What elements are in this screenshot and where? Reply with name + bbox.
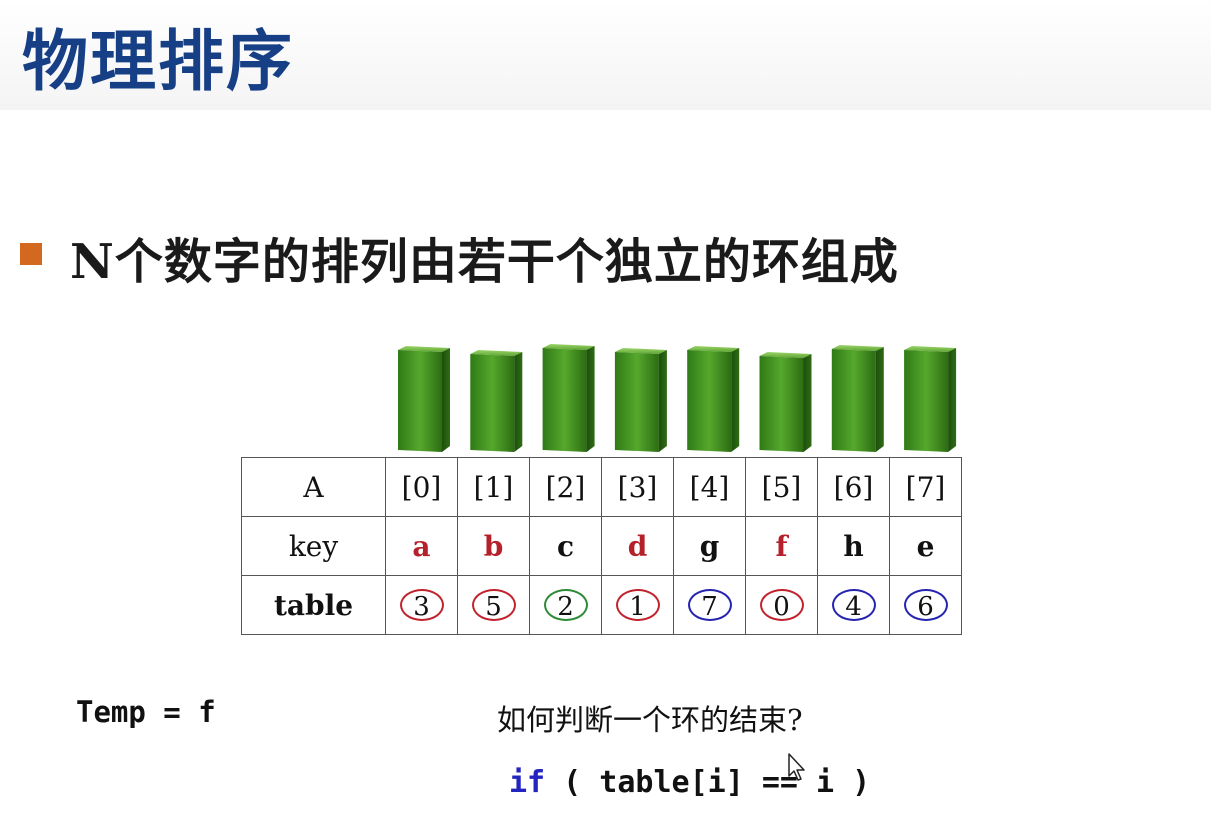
key-cell: a: [385, 516, 458, 576]
table-row-index: A [0][1][2][3][4][5][6][7]: [241, 457, 962, 517]
key-value: a: [412, 529, 431, 563]
index-cell: [1]: [457, 457, 530, 517]
table-cell: 5: [457, 575, 530, 635]
temp-assignment: Temp = f: [76, 695, 216, 729]
circled-value: 2: [543, 588, 588, 622]
key-cell: c: [529, 516, 602, 576]
green-domino-icon: [831, 345, 884, 452]
index-cell: [3]: [601, 457, 674, 517]
green-domino-icon: [904, 346, 957, 452]
key-value: h: [843, 529, 864, 563]
code-line: if ( table[i] == i ): [509, 765, 870, 800]
code-condition: ( table[i] == i ): [545, 765, 871, 800]
row-label-a: A: [241, 457, 386, 517]
key-cell: g: [673, 516, 746, 576]
circled-value: 7: [687, 588, 732, 622]
key-value: b: [483, 529, 504, 563]
circled-value: 0: [759, 588, 804, 622]
bullet-square-icon: [20, 243, 42, 265]
key-cell: f: [745, 516, 818, 576]
index-cell: [6]: [817, 457, 890, 517]
green-domino-icon: [470, 350, 523, 452]
key-cell: b: [457, 516, 530, 576]
title-band: [0, 0, 1211, 110]
table-cell: 7: [673, 575, 746, 635]
table-cell: 2: [529, 575, 602, 635]
row-label-table: table: [241, 575, 386, 635]
green-domino-icon: [542, 344, 595, 452]
table-cell: 1: [601, 575, 674, 635]
table-cell: 4: [817, 575, 890, 635]
key-value: f: [775, 529, 788, 563]
table-cell: 0: [745, 575, 818, 635]
key-cell: h: [817, 516, 890, 576]
table-cell: 6: [889, 575, 962, 635]
question-text: 如何判断一个环的结束?: [497, 703, 803, 737]
index-cell: [2]: [529, 457, 602, 517]
circled-value: 4: [831, 588, 876, 622]
index-cell: [5]: [745, 457, 818, 517]
circled-value: 5: [471, 588, 516, 622]
green-domino-icon: [398, 346, 450, 452]
circled-value: 6: [903, 588, 948, 622]
green-domino-icon: [759, 352, 812, 452]
code-keyword: if: [509, 765, 546, 800]
key-value: e: [916, 529, 935, 563]
mouse-cursor-icon: [788, 753, 805, 781]
key-value: c: [556, 529, 575, 563]
table-cell: 3: [385, 575, 458, 635]
index-cell: [0]: [385, 457, 458, 517]
index-cell: [7]: [889, 457, 962, 517]
index-cell: [4]: [673, 457, 746, 517]
row-label-key: key: [241, 516, 386, 576]
green-domino-icon: [614, 348, 667, 452]
green-domino-icon: [687, 346, 740, 452]
key-value: g: [699, 529, 720, 563]
circled-value: 3: [399, 588, 444, 622]
table-row-key: key a b c d g f h e: [241, 516, 962, 576]
key-cell: d: [601, 516, 674, 576]
bullet-text: N个数字的排列由若干个独立的环组成: [70, 234, 899, 290]
key-value: d: [627, 529, 648, 563]
slide-title: 物理排序: [22, 23, 294, 100]
key-cell: e: [889, 516, 962, 576]
circled-value: 1: [615, 588, 660, 622]
